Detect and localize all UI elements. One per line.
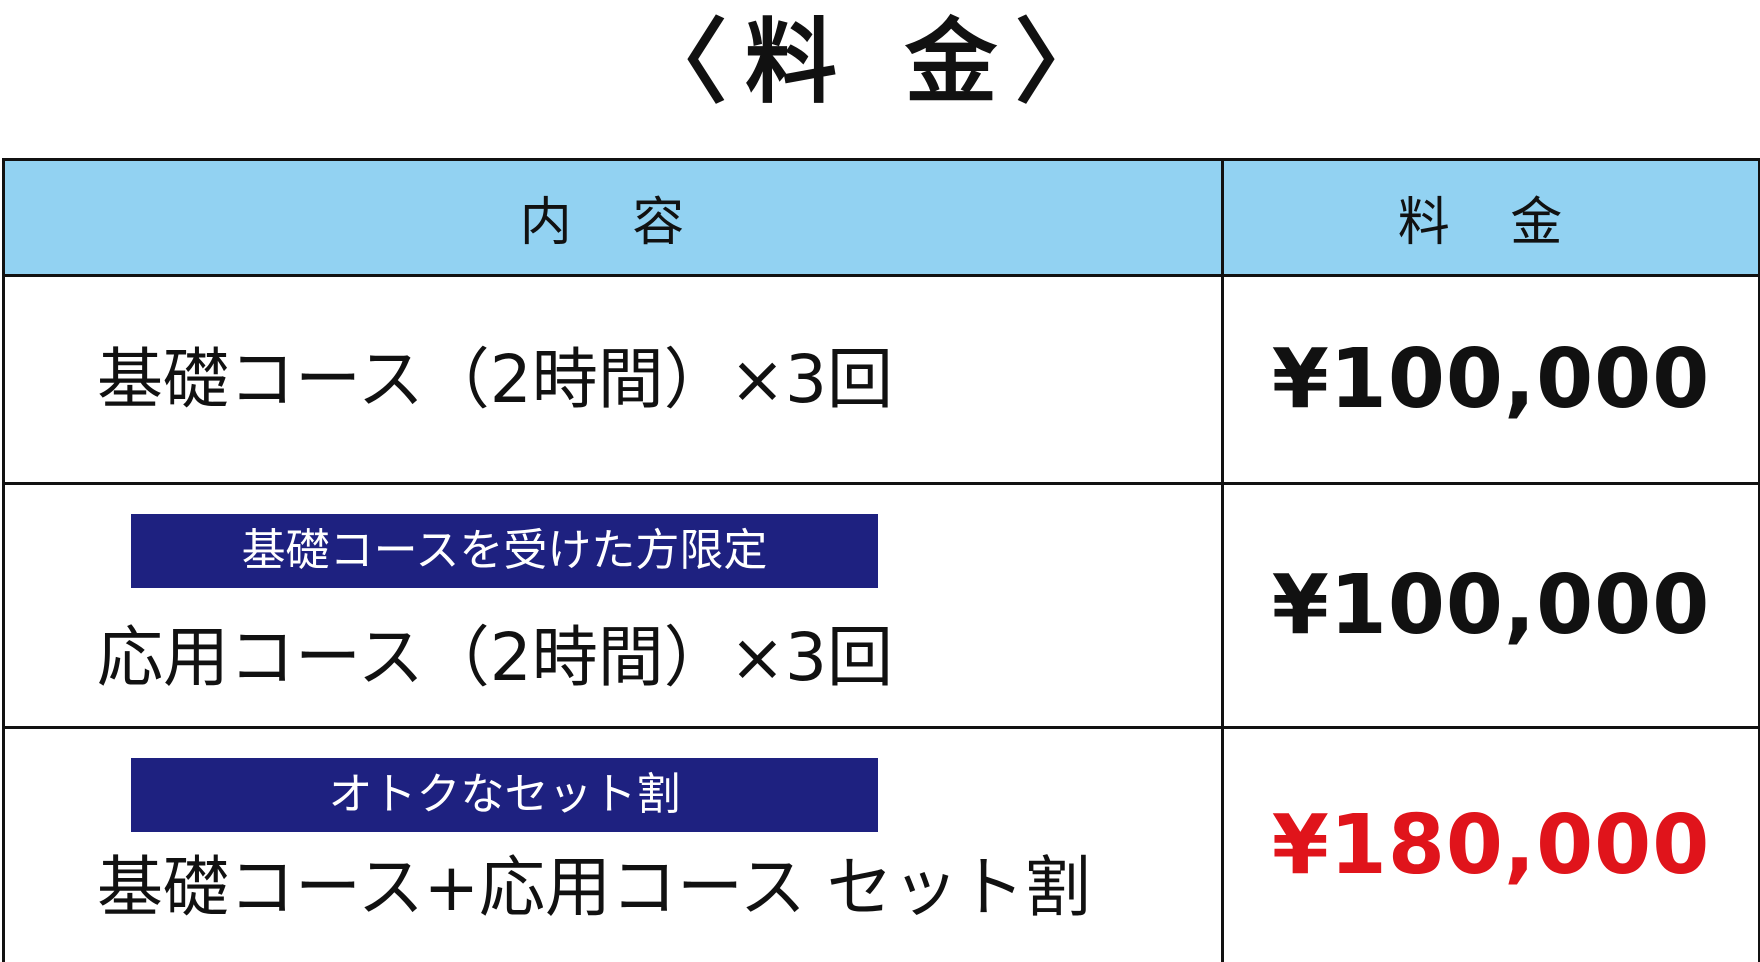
table-row: 基礎コース（2時間）×3回 ¥100,000 [2, 274, 1760, 485]
header-price: 料 金 [1221, 158, 1760, 277]
eligibility-badge: 基礎コースを受けた方限定 [131, 514, 878, 588]
table-header-row: 内 容 料 金 [2, 158, 1760, 277]
content-cell: オトクなセット割 基礎コース+応用コース セット割 [2, 726, 1224, 962]
discount-badge: オトクなセット割 [131, 758, 878, 832]
price-cell: ¥100,000 [1221, 482, 1760, 729]
table-row: オトクなセット割 基礎コース+応用コース セット割 ¥180,000 [2, 726, 1760, 962]
course-label: 基礎コース+応用コース セット割 [97, 849, 1091, 926]
course-label: 基礎コース（2時間）×3回 [97, 341, 893, 418]
price-table: 内 容 料 金 基礎コース（2時間）×3回 ¥100,000 基礎コースを受けた… [2, 158, 1760, 962]
table-row: 基礎コースを受けた方限定 応用コース（2時間）×3回 ¥100,000 [2, 482, 1760, 729]
header-content: 内 容 [2, 158, 1224, 277]
price-cell: ¥100,000 [1221, 274, 1760, 485]
content-cell: 基礎コースを受けた方限定 応用コース（2時間）×3回 [2, 482, 1224, 729]
price-cell: ¥180,000 [1221, 726, 1760, 962]
page-title: 〈料 金〉 [634, 9, 1126, 116]
course-label: 応用コース（2時間）×3回 [97, 619, 893, 696]
content-cell: 基礎コース（2時間）×3回 [2, 274, 1224, 485]
